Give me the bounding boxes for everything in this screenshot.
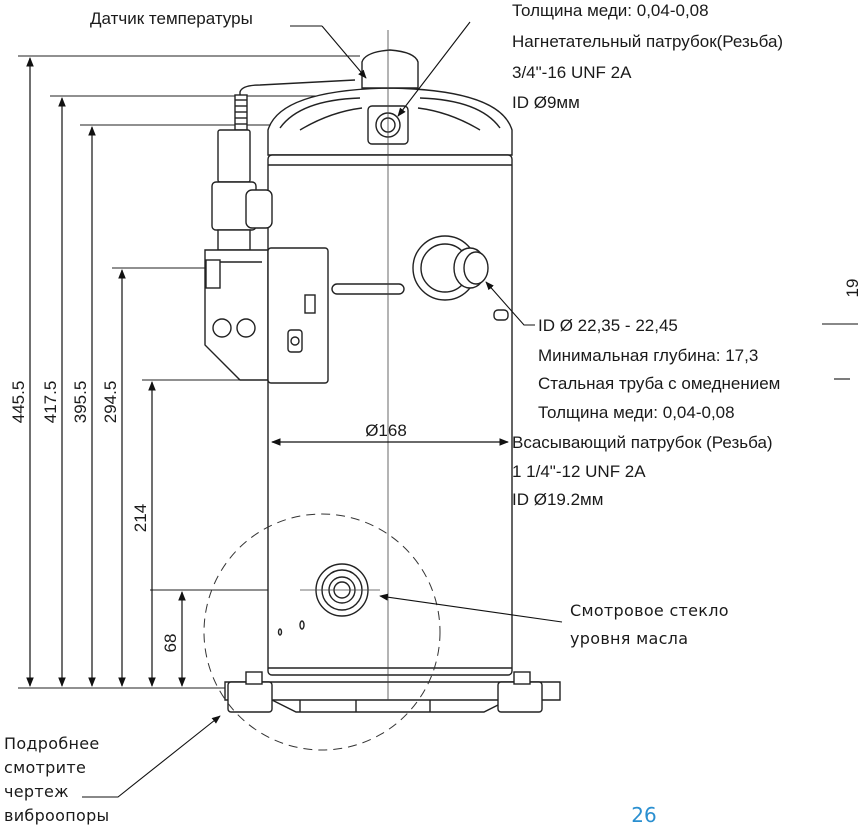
dim-68: 68 bbox=[161, 634, 180, 653]
dim-294-5: 294.5 bbox=[101, 381, 120, 424]
suction-line: ID Ø19.2мм bbox=[512, 490, 603, 509]
discharge-line: Толщина меди: 0,04-0,08 bbox=[512, 1, 709, 20]
discharge-line: ID Ø9мм bbox=[512, 93, 580, 112]
suction-line: Минимальная глубина: 17,3 bbox=[538, 346, 758, 365]
foot-detail-line: чертеж bbox=[4, 782, 69, 801]
suction-line: Стальная труба с омеднением bbox=[538, 374, 780, 393]
side-dim-19: 19 bbox=[843, 279, 862, 298]
dim-445-5: 445.5 bbox=[9, 381, 28, 424]
discharge-line: 3/4"-16 UNF 2A bbox=[512, 63, 632, 82]
detail-circle bbox=[203, 513, 441, 751]
dim-417-5: 417.5 bbox=[41, 381, 60, 424]
foot-detail-line: виброопоры bbox=[4, 806, 109, 825]
suction-line: ID Ø 22,35 - 22,45 bbox=[538, 316, 678, 335]
suction-note: ID Ø 22,35 - 22,45 Минимальная глубина: … bbox=[512, 316, 780, 509]
sight-glass-line: Смотровое стекло bbox=[570, 601, 729, 620]
foot-detail-note: Подробнее смотрите чертеж виброопоры bbox=[4, 734, 109, 825]
dim-214: 214 bbox=[131, 504, 150, 532]
dim-diameter: Ø168 bbox=[365, 421, 407, 440]
foot-detail-line: Подробнее bbox=[4, 734, 100, 753]
dim-395-5: 395.5 bbox=[71, 381, 90, 424]
center-lines bbox=[300, 30, 389, 700]
discharge-line: Нагнетательный патрубок(Резьба) bbox=[512, 32, 783, 51]
suction-line: Всасывающий патрубок (Резьба) bbox=[512, 433, 773, 452]
vertical-dims bbox=[26, 57, 186, 687]
foot-detail-line: смотрите bbox=[4, 758, 86, 777]
temperature-sensor-label: Датчик температуры bbox=[90, 9, 253, 28]
leader-lines bbox=[82, 21, 858, 798]
sight-glass-line: уровня масла bbox=[570, 629, 688, 648]
suction-line: 1 1/4"-12 UNF 2A bbox=[512, 462, 646, 481]
sight-glass-note: Смотровое стекло уровня масла bbox=[570, 601, 729, 648]
page-number: 26 bbox=[631, 803, 656, 827]
compressor-body bbox=[204, 49, 561, 713]
discharge-note: Толщина меди: 0,04-0,08 Нагнетательный п… bbox=[512, 1, 783, 112]
suction-line: Толщина меди: 0,04-0,08 bbox=[538, 403, 735, 422]
